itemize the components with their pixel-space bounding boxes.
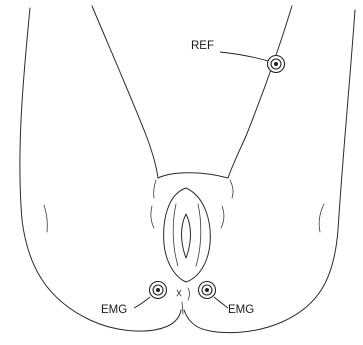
right-side-fold	[319, 204, 324, 232]
emg-left-leader-line	[134, 297, 150, 308]
reference-label: REF	[191, 40, 214, 52]
emg-right-leader-line	[214, 297, 228, 308]
anal-mark-left	[177, 290, 181, 296]
reference-leader-line	[220, 52, 272, 62]
body-outline	[20, 6, 355, 333]
emg-electrode-right: EMG	[199, 282, 255, 317]
side-mark-right	[221, 206, 224, 228]
gluteal-cleft	[182, 302, 183, 314]
upper-left-stroke	[154, 180, 156, 198]
emg-electrode-left: EMG	[101, 282, 167, 317]
electrode-icon	[150, 282, 167, 299]
inner-fold-right	[196, 204, 201, 266]
anal-mark-right	[188, 288, 190, 300]
left-inner-thigh	[92, 6, 158, 178]
emg-left-label: EMG	[101, 304, 127, 316]
electrode-icon	[199, 282, 216, 299]
labia-outline	[164, 188, 211, 282]
right-inner-thigh	[228, 6, 292, 178]
vulvar-opening	[182, 214, 191, 258]
emg-right-label: EMG	[228, 304, 254, 316]
inner-fold-left	[173, 204, 178, 266]
side-mark-left	[151, 206, 154, 228]
left-side-fold	[44, 205, 47, 232]
reference-electrode: REF	[191, 40, 285, 73]
electrode-icon	[268, 56, 285, 73]
upper-right-stroke	[230, 180, 233, 198]
perineum-upper-contour	[158, 173, 228, 178]
